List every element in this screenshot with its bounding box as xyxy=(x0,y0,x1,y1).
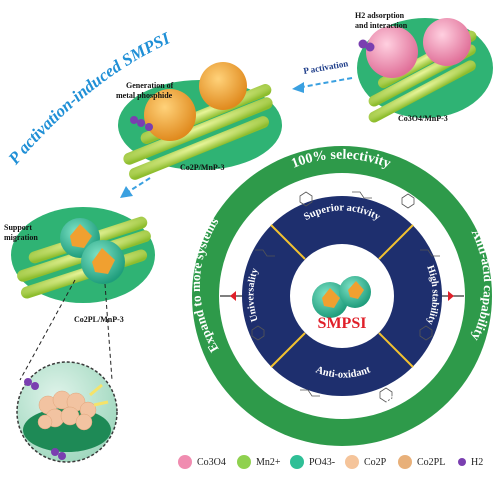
legend-item-co3o4: Co3O4 xyxy=(178,454,226,470)
legend-item-mn: Mn2+ xyxy=(237,454,281,470)
inner-text-left: Universality xyxy=(245,267,260,323)
h2-molecule-icon xyxy=(358,39,375,52)
legend-item-po4: PO43- xyxy=(290,454,335,470)
co2p-particle-1 xyxy=(199,62,247,110)
wheel-center-label: SMPSI xyxy=(318,315,367,332)
legend-label: Co2P xyxy=(364,456,387,468)
label-co2pl-mnp: Co2PL/MnP-3 xyxy=(74,315,124,324)
legend-item-co2p: Co2P xyxy=(345,454,386,470)
zoom-bubble xyxy=(16,361,118,463)
note-h2-line1: H2 adsorption xyxy=(355,11,405,20)
legend-swatch xyxy=(345,455,359,469)
property-wheel: SMPSI 100% selectivity Alive after expos… xyxy=(188,146,495,446)
note-metal-phosphide-line2: metal phosphide xyxy=(116,91,173,100)
label-co3o4-mnp: Co3O4/MnP-3 xyxy=(398,114,448,123)
co2p-particle-2 xyxy=(144,89,196,141)
legend-label: PO43- xyxy=(309,456,336,468)
label-co2p-mnp: Co2P/MnP-3 xyxy=(180,163,224,172)
inner-text-bottom: Anti-oxidant xyxy=(314,364,372,380)
legend-item-h2: H2 xyxy=(458,454,483,470)
co3o4-particle-1 xyxy=(366,26,418,78)
legend: Co3O4 Mn2+ PO43- Co2P Co2PL H2 xyxy=(0,448,495,478)
panel-co2p-mnp: Generation of metal phosphide Co2P/MnP-3 xyxy=(116,62,282,180)
legend-swatch xyxy=(458,458,466,466)
legend-label: Mn2+ xyxy=(256,456,281,468)
arrow-p-activation: P activation xyxy=(292,58,353,93)
h2-molecule-icon xyxy=(130,116,153,131)
arrow-label-p-activation: P activation xyxy=(303,58,349,76)
arrow-to-migration xyxy=(120,177,151,198)
legend-swatch xyxy=(290,455,304,469)
note-h2-line2: and interaction xyxy=(355,21,408,30)
note-support-line1: Support xyxy=(4,223,32,232)
legend-swatch xyxy=(398,455,412,469)
legend-label: Co3O4 xyxy=(197,456,226,468)
panel-co2pl-mnp: Support migration Co2PL/MnP-3 xyxy=(4,207,155,324)
note-support-line2: migration xyxy=(4,233,38,242)
inner-text-right: High stability xyxy=(424,264,440,326)
co3o4-particle-2 xyxy=(423,18,471,66)
legend-label: H2 xyxy=(471,456,484,468)
legend-label: Co2PL xyxy=(417,456,446,468)
panel-co3o4-mnp: H2 adsorption and interaction Co3O4/MnP-… xyxy=(355,11,493,123)
legend-swatch xyxy=(237,455,251,469)
legend-item-co2pl: Co2PL xyxy=(398,454,445,470)
zoom-lines xyxy=(19,279,113,381)
note-metal-phosphide-line1: Generation of xyxy=(126,81,174,90)
legend-swatch xyxy=(178,455,192,469)
